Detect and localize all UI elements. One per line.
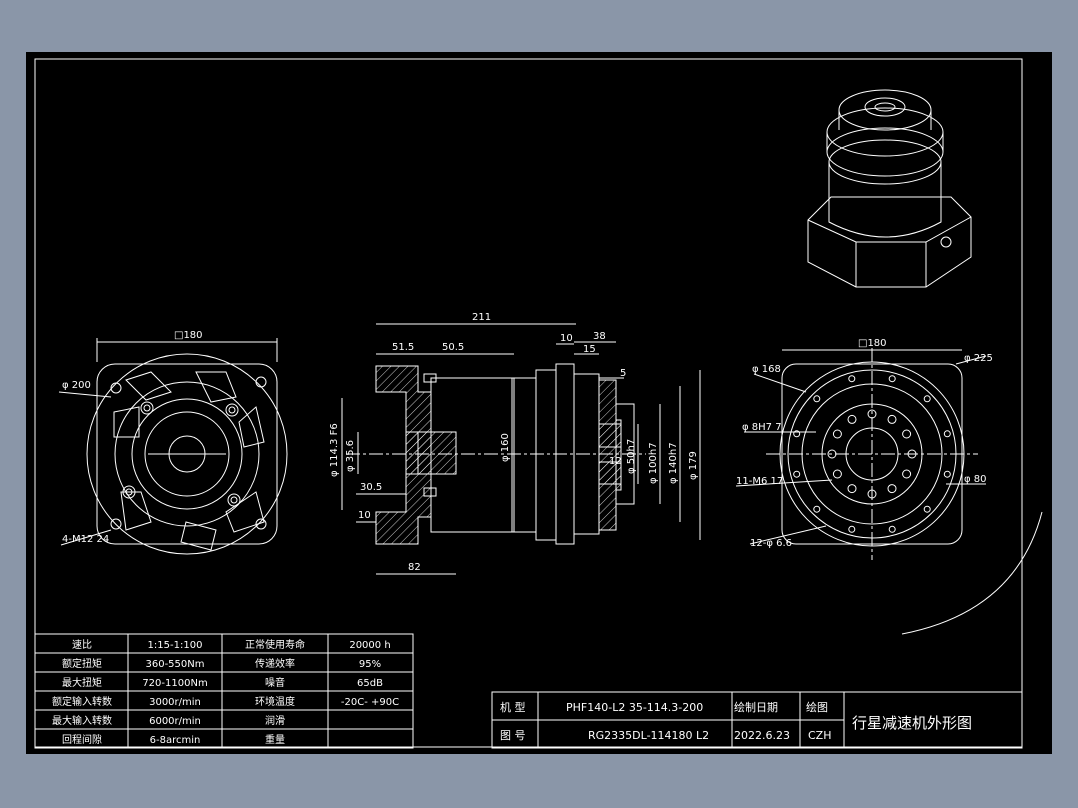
dim-1143: φ 114.3 F6	[329, 423, 340, 477]
bolt-hole	[813, 505, 821, 513]
bolt-hole	[887, 484, 897, 494]
dim-10: 10	[560, 333, 573, 344]
border-frame	[34, 58, 1023, 748]
bolt-hole	[848, 375, 856, 383]
front-square-dim: □180	[174, 330, 203, 341]
bolt-hole	[888, 375, 896, 383]
bolt-hole	[848, 525, 856, 533]
dim-50: φ 50h7	[626, 439, 637, 474]
bolt-hole	[847, 414, 857, 424]
drawing-title: 行星减速机外形图	[852, 714, 972, 732]
dim-100: φ 100h7	[648, 442, 659, 484]
spec-cell: 正常使用寿命	[245, 638, 305, 651]
side-view: 211 51.5 50.5 10 38 15 5 φ 114.3 F6 φ 35…	[329, 312, 701, 575]
dim-515: 51.5	[392, 342, 414, 353]
bolt-hole	[827, 449, 837, 459]
spec-cell: -20C- +90C	[341, 697, 399, 708]
spec-cell: 720-1100Nm	[142, 678, 207, 689]
spec-cell: 6-8arcmin	[150, 735, 201, 746]
bolt-hole	[793, 470, 801, 478]
dim-160: φ 160	[500, 433, 511, 462]
bolt-hole	[923, 505, 931, 513]
spec-cell: 最大输入转数	[52, 714, 112, 727]
spec-cell: 6000r/min	[149, 716, 201, 727]
dim-38: 38	[593, 331, 606, 342]
arc-line	[901, 511, 1043, 635]
dim-505: 50.5	[442, 342, 464, 353]
cad-drawing: □180 φ 200 4-M12 24 211 51.5 50.5	[34, 58, 1043, 749]
drawing-no-label: 图 号	[500, 729, 526, 742]
dim-179: φ 179	[688, 451, 699, 480]
title-block: 机 型 PHF140-L2 35-114.3-200 绘制日期 绘图 图 号 R…	[491, 691, 1023, 749]
dim-356: φ 35.6	[345, 440, 356, 472]
drawer-value: CZH	[808, 729, 832, 742]
bolt-hole	[813, 395, 821, 403]
right-m8: φ 8H7 7	[742, 422, 782, 433]
spec-cell: 回程间隙	[62, 733, 102, 746]
bolt-hole	[832, 469, 842, 479]
bolt-hole	[793, 430, 801, 438]
spec-cell: 20000 h	[349, 640, 390, 651]
bolt-hole	[867, 409, 877, 419]
bolt-hole	[902, 429, 912, 439]
bolt-hole	[847, 484, 857, 494]
drawer-label: 绘图	[806, 700, 828, 714]
front-holes: 4-M12 24	[62, 534, 109, 545]
date-value: 2022.6.23	[734, 729, 790, 742]
dim-140: φ 140h7	[668, 442, 679, 484]
bolt-hole	[867, 489, 877, 499]
spec-cell: 95%	[359, 659, 381, 670]
spec-cell: 额定输入转数	[52, 695, 112, 708]
spec-cell: 360-550Nm	[145, 659, 204, 670]
spec-cell: 速比	[72, 639, 92, 651]
dim-82: 82	[408, 562, 421, 573]
bolt-hole	[887, 414, 897, 424]
bolt-hole	[902, 469, 912, 479]
spec-table: 速比 1:15-1:100 正常使用寿命 20000 h 额定扭矩 360-550Nm 传递…	[34, 633, 414, 749]
bolt-hole	[943, 430, 951, 438]
dim-10b: 10	[358, 510, 371, 521]
bolt-hole	[888, 525, 896, 533]
spec-cell: 额定扭矩	[62, 657, 102, 670]
dim-15: 15	[583, 344, 596, 355]
dim-overall: 211	[472, 312, 491, 323]
dim-5: 5	[620, 368, 626, 379]
drawing-no-value: RG2335DL-114180 L2	[588, 729, 709, 742]
bolt-hole	[832, 429, 842, 439]
spec-cell: 重量	[265, 733, 285, 746]
right-225: φ 225	[964, 353, 993, 364]
right-168: φ 168	[752, 364, 781, 375]
bolt-hole	[907, 449, 917, 459]
spec-cell: 噪音	[265, 676, 285, 689]
date-label: 绘制日期	[734, 700, 778, 714]
spec-cell: 最大扭矩	[62, 676, 102, 689]
spec-cell: 65dB	[357, 678, 383, 689]
front-view: □180 φ 200 4-M12 24	[58, 330, 288, 555]
spec-cell: 1:15-1:100	[148, 640, 203, 651]
model-value: PHF140-L2 35-114.3-200	[566, 701, 703, 714]
right-view: □180 φ 225 φ 168 φ 8H7 7 11-M6 17 φ 80 1…	[735, 338, 993, 560]
front-outer-dia: φ 200	[62, 380, 91, 391]
dim-12: 12	[609, 456, 622, 467]
right-m6: 11-M6 17	[736, 476, 783, 487]
right-80: φ 80	[964, 474, 987, 485]
spec-cell: 润滑	[265, 714, 285, 727]
spec-cell: 传递效率	[255, 657, 295, 670]
model-label: 机 型	[500, 700, 526, 714]
right-66: 12-φ 6.6	[750, 538, 792, 549]
spec-cell: 环境温度	[255, 695, 295, 708]
dim-305: 30.5	[360, 482, 382, 493]
bolt-hole	[923, 395, 931, 403]
spec-cell: 3000r/min	[149, 697, 201, 708]
drawing-sheet: □180 φ 200 4-M12 24 211 51.5 50.5	[26, 52, 1052, 754]
bolt-hole	[943, 470, 951, 478]
iso-view	[807, 89, 972, 288]
right-square-dim: □180	[858, 338, 887, 349]
